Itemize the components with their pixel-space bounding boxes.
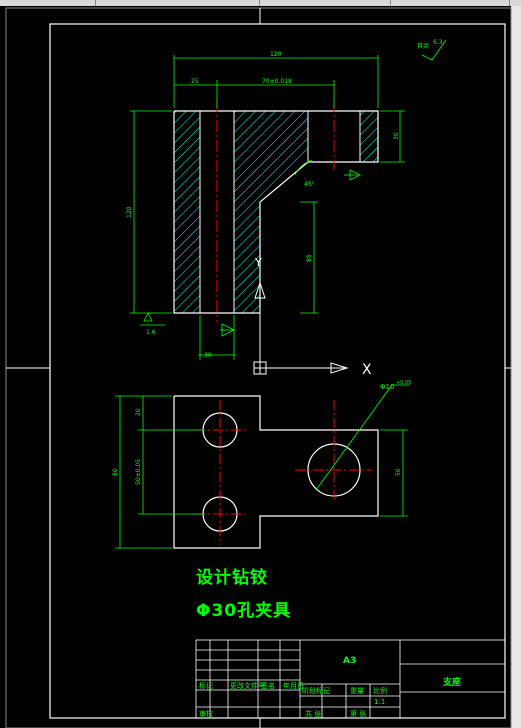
dim-diameter-tol: +0.05: [396, 380, 411, 386]
axis-x-label: X: [362, 362, 372, 378]
title-scale: A3: [343, 656, 357, 666]
tb-label: 第 张: [350, 710, 367, 718]
tb-ratio: 1:1: [374, 698, 386, 706]
tab-strip: [0, 0, 521, 6]
dim-chamfer: 45°: [304, 181, 315, 188]
tb-label: 签名: [261, 682, 275, 690]
dim-diameter: Φ10: [380, 383, 394, 391]
tb-label: 标记: [199, 682, 213, 690]
note-line-2: Φ30孔夹具: [196, 601, 292, 621]
scrollbar[interactable]: [511, 6, 521, 728]
hatch-center: [234, 111, 308, 313]
front-view: 120 25 70±0.018 30 120 85 45° 30 1.6 其余 …: [126, 39, 447, 360]
title-part-name: 支座: [443, 678, 462, 688]
tb-label: 更改文件号: [230, 682, 265, 690]
dim-lower-height: 85: [306, 254, 313, 262]
tb-label: 重量: [350, 687, 364, 695]
tab-segment[interactable]: [260, 0, 391, 6]
dim-plan-holes: 50±0.05: [135, 459, 142, 485]
dim-height-total: 120: [126, 206, 133, 218]
dim-overall-width: 120: [270, 51, 282, 58]
axis-y-label: Y: [254, 256, 262, 269]
dim-left-offset: 25: [191, 78, 199, 85]
dim-hole-spacing: 70±0.018: [262, 78, 292, 85]
tb-label: 审核: [199, 710, 213, 718]
title-block: [195, 639, 506, 719]
dim-slot-width: 30: [204, 352, 212, 359]
plan-view: 80 20 50±0.05 50 Φ10 +0.05: [112, 380, 411, 549]
front-outline: [173, 110, 379, 314]
tb-label: 阶段标记: [302, 687, 330, 695]
dim-plan-top: 20: [135, 408, 142, 416]
roughness-bottom: 1.6: [146, 329, 156, 336]
roughness-value: 6.3: [433, 39, 443, 46]
dim-plan-right: 50: [395, 468, 402, 476]
tb-label: 年月日: [283, 682, 304, 690]
dim-plan-height: 80: [112, 468, 119, 476]
tab-segment[interactable]: [391, 0, 510, 6]
hatch-left: [174, 111, 200, 313]
ucs-icon: [253, 281, 349, 375]
tab-segment[interactable]: [96, 0, 260, 6]
note-line-1: 设计钻铰: [196, 568, 268, 588]
roughness-label: 其余: [417, 42, 429, 50]
tb-label: 共 张: [305, 710, 322, 718]
dim-flange-thk: 30: [393, 132, 400, 140]
tb-label: 比例: [373, 687, 387, 695]
hatch-right: [360, 111, 378, 162]
tab-segment[interactable]: [0, 0, 96, 6]
